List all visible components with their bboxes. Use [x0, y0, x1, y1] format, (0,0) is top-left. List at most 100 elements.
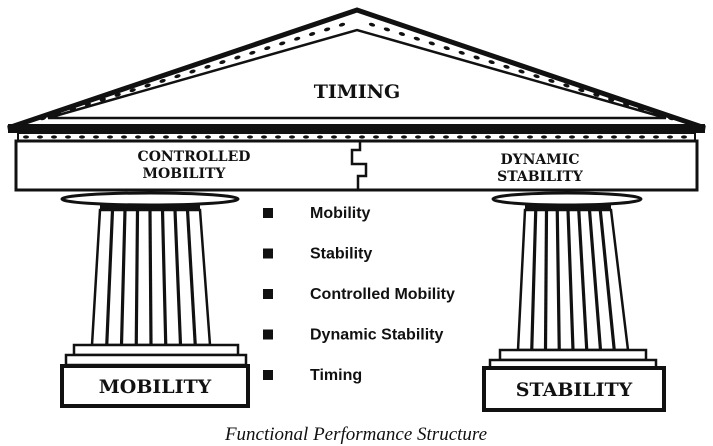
pediment-dentil [308, 32, 316, 36]
column-flute [577, 209, 589, 351]
beam-left-line1: CONTROLLED [138, 149, 251, 165]
cornice-dot [667, 135, 673, 139]
cornice-dot [583, 135, 589, 139]
pediment-dentil [129, 88, 136, 93]
cornice-dot [541, 135, 547, 139]
bullet-square [263, 248, 273, 259]
pediment-dentil [144, 83, 151, 88]
cornice-dot [135, 135, 141, 139]
pediment-dentil [174, 74, 181, 79]
right-base-label: STABILITY [516, 379, 633, 401]
bullet-square [263, 208, 273, 218]
pediment-dentil [443, 46, 450, 51]
cornice-dot [625, 135, 631, 139]
pediment-dentil [473, 55, 480, 60]
pediment-dentil [368, 22, 376, 27]
pediment-dentil [219, 60, 226, 65]
cornice-dot [401, 135, 407, 139]
cornice-dot [177, 135, 183, 139]
cornice-dot [513, 135, 519, 139]
cornice-dot [205, 135, 211, 139]
cornice-dot [23, 135, 29, 139]
bullet-square [263, 329, 273, 340]
column-flute [598, 209, 616, 351]
pediment-dentil [323, 27, 331, 32]
cornice-dot [149, 135, 155, 139]
cornice-dot [121, 135, 127, 139]
pediment-dentil [488, 60, 495, 65]
pediment-dentil [189, 69, 196, 74]
cornice-dot [359, 135, 365, 139]
beam-left-line2: MOBILITY [143, 166, 227, 182]
right-column: STABILITY [482, 191, 666, 412]
pediment-dentil [114, 92, 121, 97]
pediment-dentils [39, 22, 675, 121]
column-flute [105, 209, 115, 346]
column-flute [587, 209, 603, 351]
pediment-dentil [234, 55, 241, 60]
pediment-dentil [413, 36, 420, 41]
column-flute [173, 209, 183, 346]
cornice-dot [331, 135, 337, 139]
beam-right-line1: DYNAMIC [501, 152, 580, 168]
pediment-title: TIMING [314, 81, 401, 103]
cornice-dot [51, 135, 57, 139]
cornice-dot [415, 135, 421, 139]
cornice-dot [93, 135, 99, 139]
cornice-dot [471, 135, 477, 139]
column-flute [555, 209, 561, 351]
bullet-item: Timing [310, 367, 362, 384]
cornice-dot [373, 135, 379, 139]
diagram-caption: Functional Performance Structure [224, 424, 487, 445]
column-flute [530, 209, 538, 351]
pediment-dentil [249, 50, 256, 55]
bullet-square [263, 370, 273, 380]
pediment-inner [47, 28, 667, 120]
column-flute [566, 209, 575, 351]
cornice-dot [681, 135, 687, 139]
pediment-dentil [608, 97, 615, 102]
cornice-dot [275, 135, 281, 139]
pediment-dentil [84, 102, 91, 107]
left-base-top [72, 343, 240, 357]
pediment-dentil [279, 41, 286, 46]
pediment-dentil [548, 78, 555, 83]
pediment-dentil [652, 111, 660, 116]
pediment-dentil [503, 64, 510, 69]
pediment: TIMING [7, 7, 706, 131]
bullet-item: Stability [310, 246, 372, 263]
left-capital [60, 191, 240, 207]
pediment-dentil [398, 32, 406, 36]
pediment-dentil [637, 107, 645, 111]
column-flute [185, 209, 197, 346]
cornice-dot [345, 135, 351, 139]
bullet-square [263, 289, 273, 299]
bullet-item: Controlled Mobility [310, 286, 455, 303]
pediment-dentil [159, 78, 166, 83]
pediment-dentil [338, 22, 346, 27]
cornice-dot [485, 135, 491, 139]
cornice-dot [569, 135, 575, 139]
pediment-dentil [383, 27, 391, 32]
beam-joint [350, 141, 368, 190]
left-base-plinth [64, 353, 248, 367]
cornice-dot [219, 135, 225, 139]
cornice-dot [107, 135, 113, 139]
left-base-label: MOBILITY [99, 376, 212, 398]
cornice-dot [303, 135, 309, 139]
cornice-dot [597, 135, 603, 139]
cornice-dot [261, 135, 267, 139]
pediment-dentil [54, 111, 62, 116]
pediment-dentil [99, 97, 106, 102]
left-column: MOBILITY [60, 191, 250, 408]
beam-right-line2: STABILITY [497, 169, 584, 185]
cornice-dot [79, 135, 85, 139]
pediment-dentil [518, 69, 525, 74]
cornice [8, 124, 705, 142]
column-flute [543, 209, 549, 351]
column-flute [148, 209, 153, 346]
cornice-dot [429, 135, 435, 139]
pediment-dentil [563, 83, 570, 88]
column-flute [134, 209, 140, 346]
